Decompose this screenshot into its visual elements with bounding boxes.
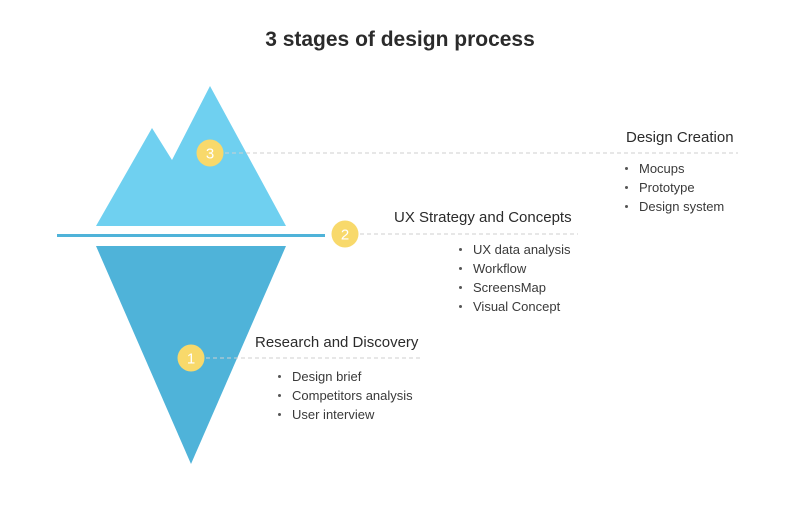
list-item: Prototype	[623, 178, 724, 197]
stage-3-badge: 3	[196, 139, 224, 167]
list-item: Workflow	[457, 259, 571, 278]
list-item: Visual Concept	[457, 297, 571, 316]
stage-3-list: Mocups Prototype Design system	[623, 159, 724, 216]
list-item: Mocups	[623, 159, 724, 178]
waterline	[57, 234, 325, 237]
stage-2-number: 2	[341, 227, 349, 244]
stage-1-badge: 1	[177, 344, 205, 372]
list-item: Design brief	[276, 367, 413, 386]
stage-3-number: 3	[206, 146, 214, 163]
stage-3-title: Design Creation	[626, 129, 734, 146]
stage-2-list: UX data analysis Workflow ScreensMap Vis…	[457, 240, 571, 316]
list-item: Design system	[623, 197, 724, 216]
list-item: UX data analysis	[457, 240, 571, 259]
stage-2-title: UX Strategy and Concepts	[394, 209, 572, 226]
stage-1-number: 1	[187, 351, 195, 368]
diagram-title: 3 stages of design process	[265, 28, 535, 51]
list-item: User interview	[276, 405, 413, 424]
list-item: ScreensMap	[457, 278, 571, 297]
stage-1-title: Research and Discovery	[255, 334, 419, 351]
iceberg-tip	[96, 86, 286, 226]
list-item: Competitors analysis	[276, 386, 413, 405]
stage-2-badge: 2	[331, 220, 359, 248]
stage-1-list: Design brief Competitors analysis User i…	[276, 367, 413, 424]
